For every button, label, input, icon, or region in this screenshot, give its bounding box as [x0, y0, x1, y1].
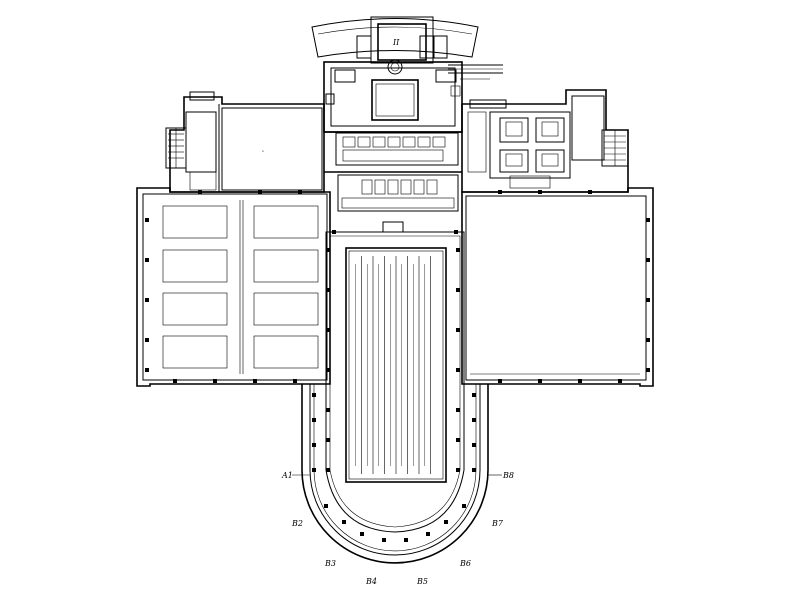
column: [332, 230, 336, 234]
column: [426, 532, 430, 536]
grid-label-b7: B7: [491, 519, 504, 528]
column: [312, 443, 316, 447]
emblem-circle: [387, 59, 403, 75]
column: [472, 468, 476, 472]
pool-lanes: [355, 256, 431, 474]
structural-columns: [145, 190, 650, 542]
lobby-core: [323, 59, 463, 233]
column: [342, 520, 346, 524]
column: [324, 504, 328, 508]
grid-label-b5: B5: [416, 577, 428, 586]
column: [145, 258, 149, 262]
column: [538, 190, 542, 194]
column: [258, 190, 262, 194]
column: [298, 190, 302, 194]
column: [145, 298, 149, 302]
column: [326, 328, 330, 332]
natatorium: [301, 231, 489, 564]
column: [646, 368, 650, 372]
right-hall: [461, 187, 654, 387]
svg-text:x: x: [262, 149, 264, 153]
left-hall: [136, 187, 331, 387]
column: [145, 218, 149, 222]
column: [326, 288, 330, 292]
grid-label-b2: B2: [291, 519, 303, 528]
column: [173, 379, 177, 383]
column: [454, 230, 458, 234]
column: [588, 190, 592, 194]
entrance-monogram: II: [392, 38, 400, 47]
column: [456, 368, 460, 372]
upper-right-wing: [461, 89, 629, 193]
column: [404, 538, 408, 542]
column: [213, 379, 217, 383]
column: [646, 218, 650, 222]
swimming-pool: [345, 247, 447, 483]
column: [360, 532, 364, 536]
grid-labels: A1 B2 B3 B4 B5 B6 B7 B8: [281, 471, 514, 586]
column: [326, 468, 330, 472]
entrance-canopy: II: [311, 16, 503, 80]
column: [456, 438, 460, 442]
column: [578, 379, 582, 383]
column: [472, 418, 476, 422]
column: [253, 379, 257, 383]
column: [472, 443, 476, 447]
column: [198, 190, 202, 194]
column: [145, 368, 149, 372]
column: [293, 379, 297, 383]
column: [326, 408, 330, 412]
column: [618, 379, 622, 383]
column: [538, 379, 542, 383]
column: [646, 298, 650, 302]
column: [326, 368, 330, 372]
column: [472, 393, 476, 397]
grid-label-a1: A1: [281, 471, 293, 480]
column: [462, 504, 466, 508]
column: [456, 468, 460, 472]
column: [456, 328, 460, 332]
column: [326, 248, 330, 252]
grid-label-b4: B4: [365, 577, 377, 586]
column: [312, 418, 316, 422]
column: [646, 258, 650, 262]
column: [145, 338, 149, 342]
grid-label-b8: B8: [502, 471, 514, 480]
upper-left-wing: x: [165, 91, 325, 193]
column: [498, 379, 502, 383]
column: [326, 438, 330, 442]
column: [382, 538, 386, 542]
column: [498, 190, 502, 194]
column: [456, 288, 460, 292]
grid-label-b6: B6: [459, 559, 471, 568]
column: [312, 393, 316, 397]
column: [444, 520, 448, 524]
column: [646, 338, 650, 342]
grid-label-b3: B3: [324, 559, 336, 568]
column: [312, 468, 316, 472]
column: [456, 248, 460, 252]
column: [456, 408, 460, 412]
